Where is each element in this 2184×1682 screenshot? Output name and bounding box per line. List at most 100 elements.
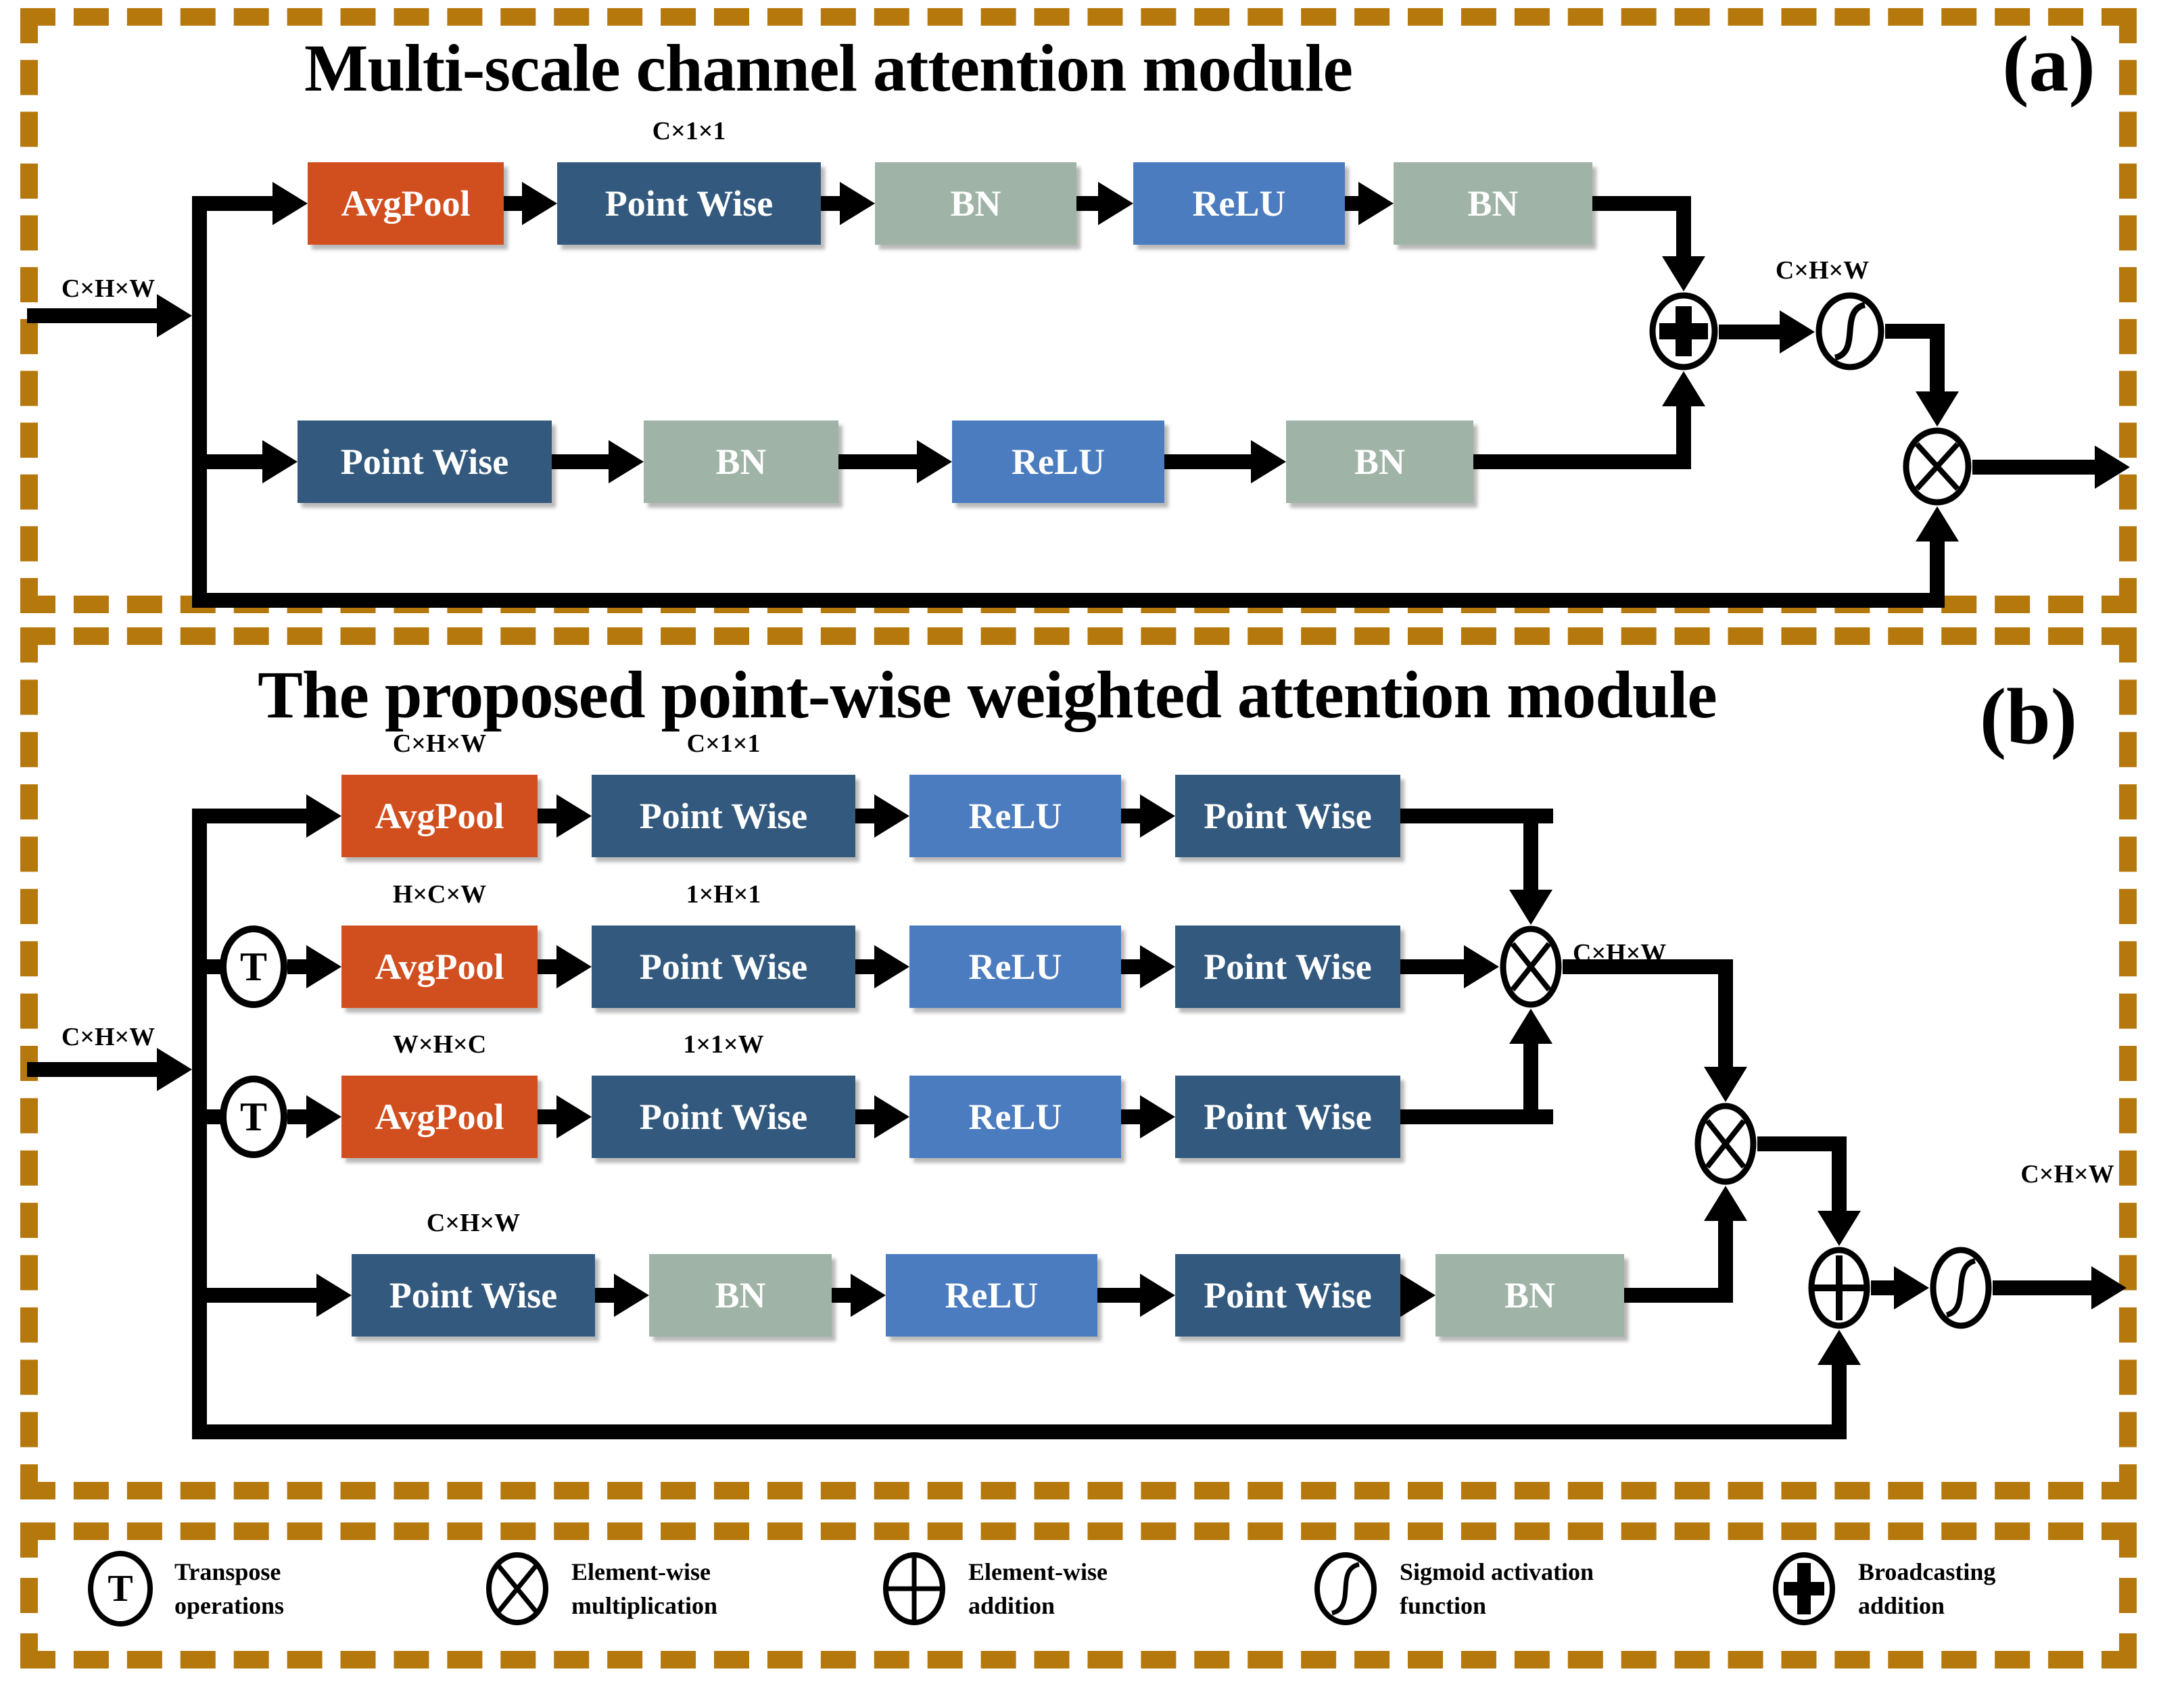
sigmoid-dim-label: C×H×W [1775,256,1870,285]
arrow-line [287,1109,306,1124]
arrow-line [1097,1288,1140,1303]
arrow-head [1358,182,1394,225]
arrow-line [1523,1044,1538,1124]
arrow-line [1832,1365,1847,1439]
input-dim-label: C×H×W [61,274,156,303]
input-dim-label: C×H×W [61,1023,156,1051]
arrow [855,1095,909,1138]
arrow [1818,1330,1861,1439]
arrow [552,440,644,483]
block-avgpool: AvgPool [341,926,538,1008]
elementwise-add-icon [883,1552,945,1625]
arrow-head [1704,1067,1747,1102]
arrow [1121,945,1175,988]
arrow-head [1818,1330,1861,1365]
arrow-head [1400,1274,1435,1317]
arrow-head [614,1274,649,1317]
block-pointwise: Point Wise [592,775,855,857]
arrow-line [504,196,522,211]
arrow [287,1095,341,1138]
elementwise-add-icon [1808,1247,1870,1329]
block-bn: BN [649,1254,832,1337]
connector-line [1400,1109,1553,1124]
arrow [1916,506,1959,608]
arrow-head [157,294,192,337]
arrow-head [609,440,644,483]
block-pointwise: Point Wise [352,1254,595,1337]
connector-line [192,593,1945,608]
arrow-head [2091,1266,2127,1309]
output-arrow [1993,1266,2127,1309]
block-relu: ReLU [952,420,1164,503]
block-relu: ReLU [1133,162,1345,245]
arrow-head [917,440,952,483]
arrow [1400,945,1499,988]
block-relu: ReLU [909,1076,1121,1158]
arrow [821,182,875,225]
arrow-head [874,1095,909,1138]
dim-label: C×1×1 [652,117,726,145]
block-relu: ReLU [909,926,1121,1008]
legend-label-line: addition [1858,1592,1945,1619]
arrow [1662,371,1705,469]
arrow [1164,440,1286,483]
arrow-line [538,809,556,823]
legend-label-line: Broadcasting [1858,1558,1996,1585]
arrow-line [855,809,874,823]
arrow-head [1098,182,1133,225]
arrow [538,945,592,988]
arrow-line [538,959,556,974]
panel-b-frame [20,627,2137,1499]
connector-line [199,959,227,974]
arrow-line [1121,809,1140,823]
arrow-head [1140,945,1175,988]
legend-label-line: function [1400,1592,1487,1619]
arrow [1097,1274,1175,1317]
block-pointwise: Point Wise [557,162,821,245]
arrow-line [855,959,874,974]
arrow-head [1662,256,1705,291]
sigmoid-icon [1815,292,1884,370]
input-arrow [27,1048,192,1091]
arrow-line [287,959,306,974]
arrow [1509,1009,1552,1124]
arrow-head [1464,945,1499,988]
transpose-icon: T [220,926,287,1008]
arrow-head [1780,310,1815,354]
legend-label: Element-wise multiplication [571,1555,717,1623]
dim-label: C×H×W [426,1209,521,1237]
arrow [538,1095,592,1138]
dim-label: W×H×C [392,1030,487,1059]
legend-label: Broadcasting addition [1858,1555,1995,1623]
arrow-head [556,1095,592,1138]
arrow-line [1832,1144,1847,1211]
arrow-line [1930,331,1945,391]
arrow-head [262,440,298,483]
elementwise-multiply-icon [486,1552,548,1625]
block-avgpool: AvgPool [308,162,504,245]
arrow-line [1930,542,1945,608]
arrow-line [199,809,306,823]
arrow-line [1719,325,1780,339]
connector-line [1400,809,1553,823]
arrow-head [556,945,592,988]
arrow-line [838,454,917,469]
legend-label: Transpose operations [174,1555,284,1623]
panel-a-tag: (a) [2002,20,2095,108]
arrow-line [1993,1280,2091,1295]
arrow-line [1076,196,1098,211]
arrow [538,794,592,838]
arrow-head [1662,371,1705,406]
arrow [595,1274,649,1317]
arrow [1076,182,1133,225]
arrow [855,945,909,988]
legend-label-line: Sigmoid activation [1400,1558,1594,1585]
arrow-head [1916,506,1959,542]
elementwise-multiply-icon [1903,427,1972,506]
arrow-line [1676,406,1691,469]
arrow-line [1676,199,1691,256]
arrow-line [1121,959,1140,974]
panel-b-title: The proposed point-wise weighted attenti… [258,657,1717,732]
arrow-head [1818,1211,1861,1246]
